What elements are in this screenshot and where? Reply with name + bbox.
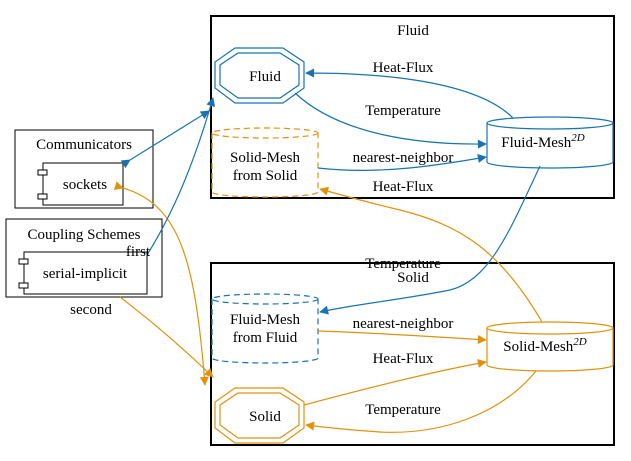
communicators-box xyxy=(14,129,154,209)
label-nn-solid: nearest-neighbor xyxy=(353,316,454,332)
edge-heat-flux-from-solid xyxy=(303,358,487,406)
solid-mesh-from-solid-node: Solid-Mesh from Solid xyxy=(211,127,319,198)
fluid-participant-node: Fluid xyxy=(214,47,305,104)
label-first: first xyxy=(126,244,151,260)
serial-implicit-label: serial-implicit xyxy=(43,266,128,282)
edge-sockets-solid xyxy=(113,181,209,386)
label-heat-flux-cross: Heat-Flux xyxy=(373,179,434,195)
fluid-mesh-2d-name: Fluid-Mesh xyxy=(501,135,572,151)
communicators-title: Communicators xyxy=(36,137,132,153)
sockets-component: sockets xyxy=(37,162,124,206)
solid-participant-title: Solid xyxy=(397,270,429,286)
fluid-node-label: Fluid xyxy=(249,69,281,85)
edge-fluid-mesh-to-solid xyxy=(319,165,541,315)
edge-nn-to-fluid-mesh xyxy=(317,153,487,171)
solid-mesh-2d-name: Solid-Mesh xyxy=(503,339,574,355)
solid-mesh-from-solid-line1: Solid-Mesh xyxy=(230,150,301,166)
fluid-mesh-from-fluid-node: Fluid-Mesh from Fluid xyxy=(211,293,319,364)
edge-first-to-fluid xyxy=(146,97,216,256)
fluid-mesh-from-fluid-line2: from Fluid xyxy=(233,330,298,346)
edge-heat-flux-to-fluid xyxy=(305,68,514,119)
label-nn-fluid: nearest-neighbor xyxy=(353,150,454,166)
edge-temperature-from-fluid xyxy=(294,92,487,149)
edge-second-to-solid xyxy=(119,296,214,378)
solid-node-label: Solid xyxy=(249,409,281,425)
fluid-mesh-2d-label: Fluid-Mesh2D xyxy=(501,132,585,151)
solid-mesh-2d-node: Solid-Mesh2D xyxy=(486,321,614,372)
label-temperature-solid: Temperature xyxy=(365,402,441,418)
solid-mesh-from-solid-line2: from Solid xyxy=(233,168,298,184)
edge-solid-mesh-to-fluid xyxy=(319,186,543,323)
sockets-label: sockets xyxy=(63,177,107,193)
solid-participant-box xyxy=(210,262,615,446)
solid-mesh-2d-label: Solid-Mesh2D xyxy=(503,336,587,355)
edge-temperature-to-solid xyxy=(305,370,537,433)
label-heat-flux-solid: Heat-Flux xyxy=(373,351,434,367)
edge-nn-to-solid-mesh xyxy=(317,330,487,344)
coupling-schemes-title: Coupling Schemes xyxy=(28,227,141,243)
solid-mesh-2d-superscript: 2D xyxy=(573,336,587,348)
fluid-mesh-from-fluid-line1: Fluid-Mesh xyxy=(230,312,301,328)
label-temperature-fluid-top: Temperature xyxy=(365,103,441,119)
fluid-mesh-2d-superscript: 2D xyxy=(571,132,585,144)
solid-participant-node: Solid xyxy=(214,387,305,444)
fluid-participant-title: Fluid xyxy=(397,23,429,39)
label-second: second xyxy=(70,302,112,318)
label-temperature-cross: Temperature xyxy=(365,256,441,272)
fluid-mesh-2d-node: Fluid-Mesh2D xyxy=(486,116,614,169)
edge-sockets-fluid xyxy=(120,110,210,169)
label-heat-flux-fluid-top: Heat-Flux xyxy=(373,60,434,76)
serial-implicit-component: serial-implicit xyxy=(18,251,148,295)
